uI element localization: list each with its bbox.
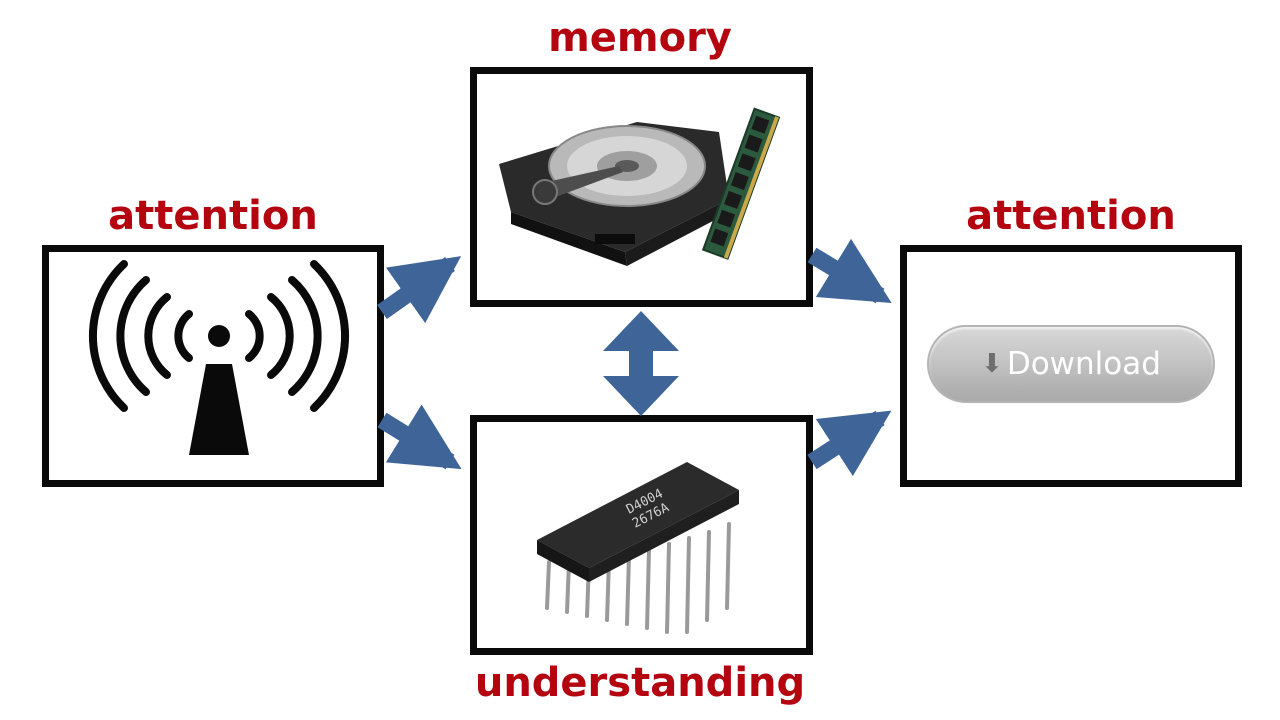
understanding-label: understanding: [474, 660, 806, 706]
download-icon: ⬇: [981, 349, 1003, 379]
arrow-left-to-understanding: [377, 404, 462, 470]
wireless-antenna-icon: [88, 260, 350, 455]
arrow-left-to-memory: [377, 256, 462, 324]
arrow-memory-understanding-bidirectional: [603, 311, 679, 416]
memory-box: [470, 67, 813, 307]
arrow-understanding-to-right: [807, 410, 892, 477]
hard-drive-and-ram-icon: [499, 107, 781, 266]
memory-label: memory: [548, 15, 732, 61]
download-button[interactable]: ⬇ Download: [927, 325, 1215, 403]
understanding-box: D4004 2676A: [470, 415, 813, 655]
microchip-icon: D4004 2676A: [537, 462, 739, 634]
attention-box-left: [42, 245, 384, 487]
attention-label-left: attention: [108, 193, 318, 239]
arrow-memory-to-right: [807, 238, 892, 304]
download-label: Download: [1006, 346, 1161, 382]
attention-label-right: attention: [966, 193, 1176, 239]
